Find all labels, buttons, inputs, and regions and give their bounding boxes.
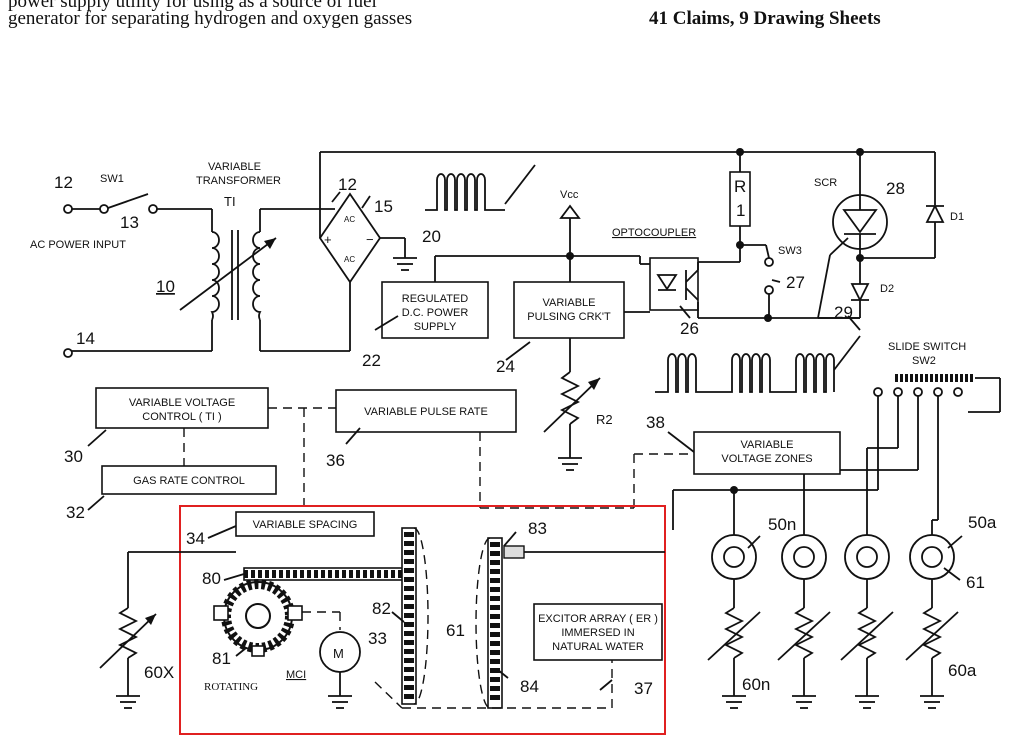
variable-voltage-zones-box — [693, 431, 841, 475]
terminal-83 — [503, 545, 525, 559]
label-optocoupler: OPTOCOUPLER — [612, 227, 696, 239]
label-81: 81 — [212, 649, 231, 668]
label-minus: − — [366, 232, 374, 247]
label-28: 28 — [886, 179, 905, 198]
label-30: 30 — [64, 447, 83, 466]
label-d1: D1 — [950, 211, 964, 223]
label-vcc: Vcc — [560, 189, 579, 201]
label-37: 37 — [634, 679, 653, 698]
vvc-line-1: VARIABLE VOLTAGE — [129, 397, 235, 409]
label-15: 15 — [374, 197, 393, 216]
label-32: 32 — [66, 503, 85, 522]
label-r1-1: 1 — [736, 201, 745, 220]
regulated-line-3: SUPPLY — [414, 321, 457, 333]
label-sw3: SW3 — [778, 245, 802, 257]
sw3-contact-top — [764, 257, 774, 267]
variable-pulsing-circuit-box — [513, 281, 625, 339]
excitor-line-3: NATURAL WATER — [552, 641, 644, 653]
label-12-input: 12 — [54, 173, 73, 192]
resistor-60x — [117, 607, 139, 659]
label-slide-switch: SLIDE SWITCH — [888, 341, 966, 353]
label-60n: 60n — [742, 675, 770, 694]
label-10: 10 — [156, 277, 175, 296]
label-ac-bottom: AC — [344, 255, 355, 264]
vpr-text: VARIABLE PULSE RATE — [364, 406, 488, 418]
header-text-line-2: generator for separating hydrogen and ox… — [8, 8, 413, 29]
label-scr: SCR — [814, 177, 837, 189]
d1-diode — [925, 203, 945, 223]
gas-rate-control-box — [101, 465, 277, 495]
excitor-array-box — [533, 603, 663, 661]
label-38: 38 — [646, 413, 665, 432]
highlight-frame — [179, 505, 666, 735]
variable-transformer-symbol — [179, 208, 350, 352]
label-r2: R2 — [596, 412, 613, 427]
label-61-emitter: 61 — [966, 573, 985, 592]
label-r1-r: R — [734, 177, 746, 196]
variable-pulse-rate-box — [335, 389, 517, 433]
excitor-line-2: IMMERSED IN — [561, 627, 634, 639]
vz-line-2: VOLTAGE ZONES — [721, 453, 812, 465]
label-22: 22 — [362, 351, 381, 370]
sw1-switch-blade — [107, 193, 149, 209]
label-80: 80 — [202, 569, 221, 588]
label-12-bridge: 12 — [338, 175, 357, 194]
label-60x: 60X — [144, 663, 174, 682]
pulsing-line-2: PULSING CRK'T — [527, 311, 611, 323]
pulse-train-waveform — [655, 353, 835, 393]
excitor-line-1: EXCITOR ARRAY ( ER ) — [538, 613, 658, 625]
label-sw1: SW1 — [100, 173, 124, 185]
label-61-cell: 61 — [446, 621, 465, 640]
label-ti: TI — [224, 194, 236, 209]
bridge-rectifier — [318, 151, 860, 351]
label-50n: 50n — [768, 515, 796, 534]
label-83: 83 — [528, 519, 547, 538]
label-ac-top: AC — [344, 215, 355, 224]
regulated-dc-power-supply-box — [381, 281, 489, 339]
label-84: 84 — [520, 677, 539, 696]
emitter-cells — [672, 425, 959, 709]
label-d2: D2 — [880, 283, 894, 295]
gas-rate-text: GAS RATE CONTROL — [133, 475, 245, 487]
ac-input-section — [63, 193, 213, 358]
label-mci: MCI — [286, 669, 306, 681]
label-50a: 50a — [968, 513, 997, 532]
claims-count: 41 Claims, 9 Drawing Sheets — [649, 8, 881, 29]
spacing-text: VARIABLE SPACING — [253, 519, 358, 531]
label-33: 33 — [368, 629, 387, 648]
label-26: 26 — [680, 319, 699, 338]
regulated-line-1: REGULATED — [402, 293, 468, 305]
label-24: 24 — [496, 357, 515, 376]
label-rotating: ROTATING — [204, 681, 258, 693]
optocoupler-box — [649, 257, 699, 311]
label-transformer: TRANSFORMER — [196, 175, 281, 187]
pulsing-line-1: VARIABLE — [543, 297, 596, 309]
label-20: 20 — [422, 227, 441, 246]
header-text-line-1: power supply utility for using as a sour… — [8, 0, 377, 12]
label-60a: 60a — [948, 661, 977, 680]
label-34: 34 — [186, 529, 205, 548]
label-13: 13 — [120, 213, 139, 232]
vvc-line-2: CONTROL ( TI ) — [142, 411, 221, 423]
vcc-symbol — [559, 204, 581, 219]
label-m: M — [333, 646, 344, 661]
variable-spacing-box — [235, 511, 375, 537]
vz-line-1: VARIABLE — [741, 439, 794, 451]
d2-diode — [850, 283, 870, 303]
label-29: 29 — [834, 303, 853, 322]
label-27: 27 — [786, 273, 805, 292]
label-sw2: SW2 — [912, 355, 936, 367]
label-variable: VARIABLE — [208, 161, 261, 173]
emitter-resistors — [707, 579, 959, 709]
sw3-contact-bottom — [764, 285, 774, 295]
r2-resistor — [559, 371, 581, 425]
label-82: 82 — [372, 599, 391, 618]
regulated-line-2: D.C. POWER — [402, 307, 469, 319]
label-36: 36 — [326, 451, 345, 470]
label-14: 14 — [76, 329, 95, 348]
pulse-waveform-top — [425, 173, 505, 211]
label-plus: + — [324, 232, 332, 247]
label-ac-power-input: AC POWER INPUT — [30, 239, 126, 251]
